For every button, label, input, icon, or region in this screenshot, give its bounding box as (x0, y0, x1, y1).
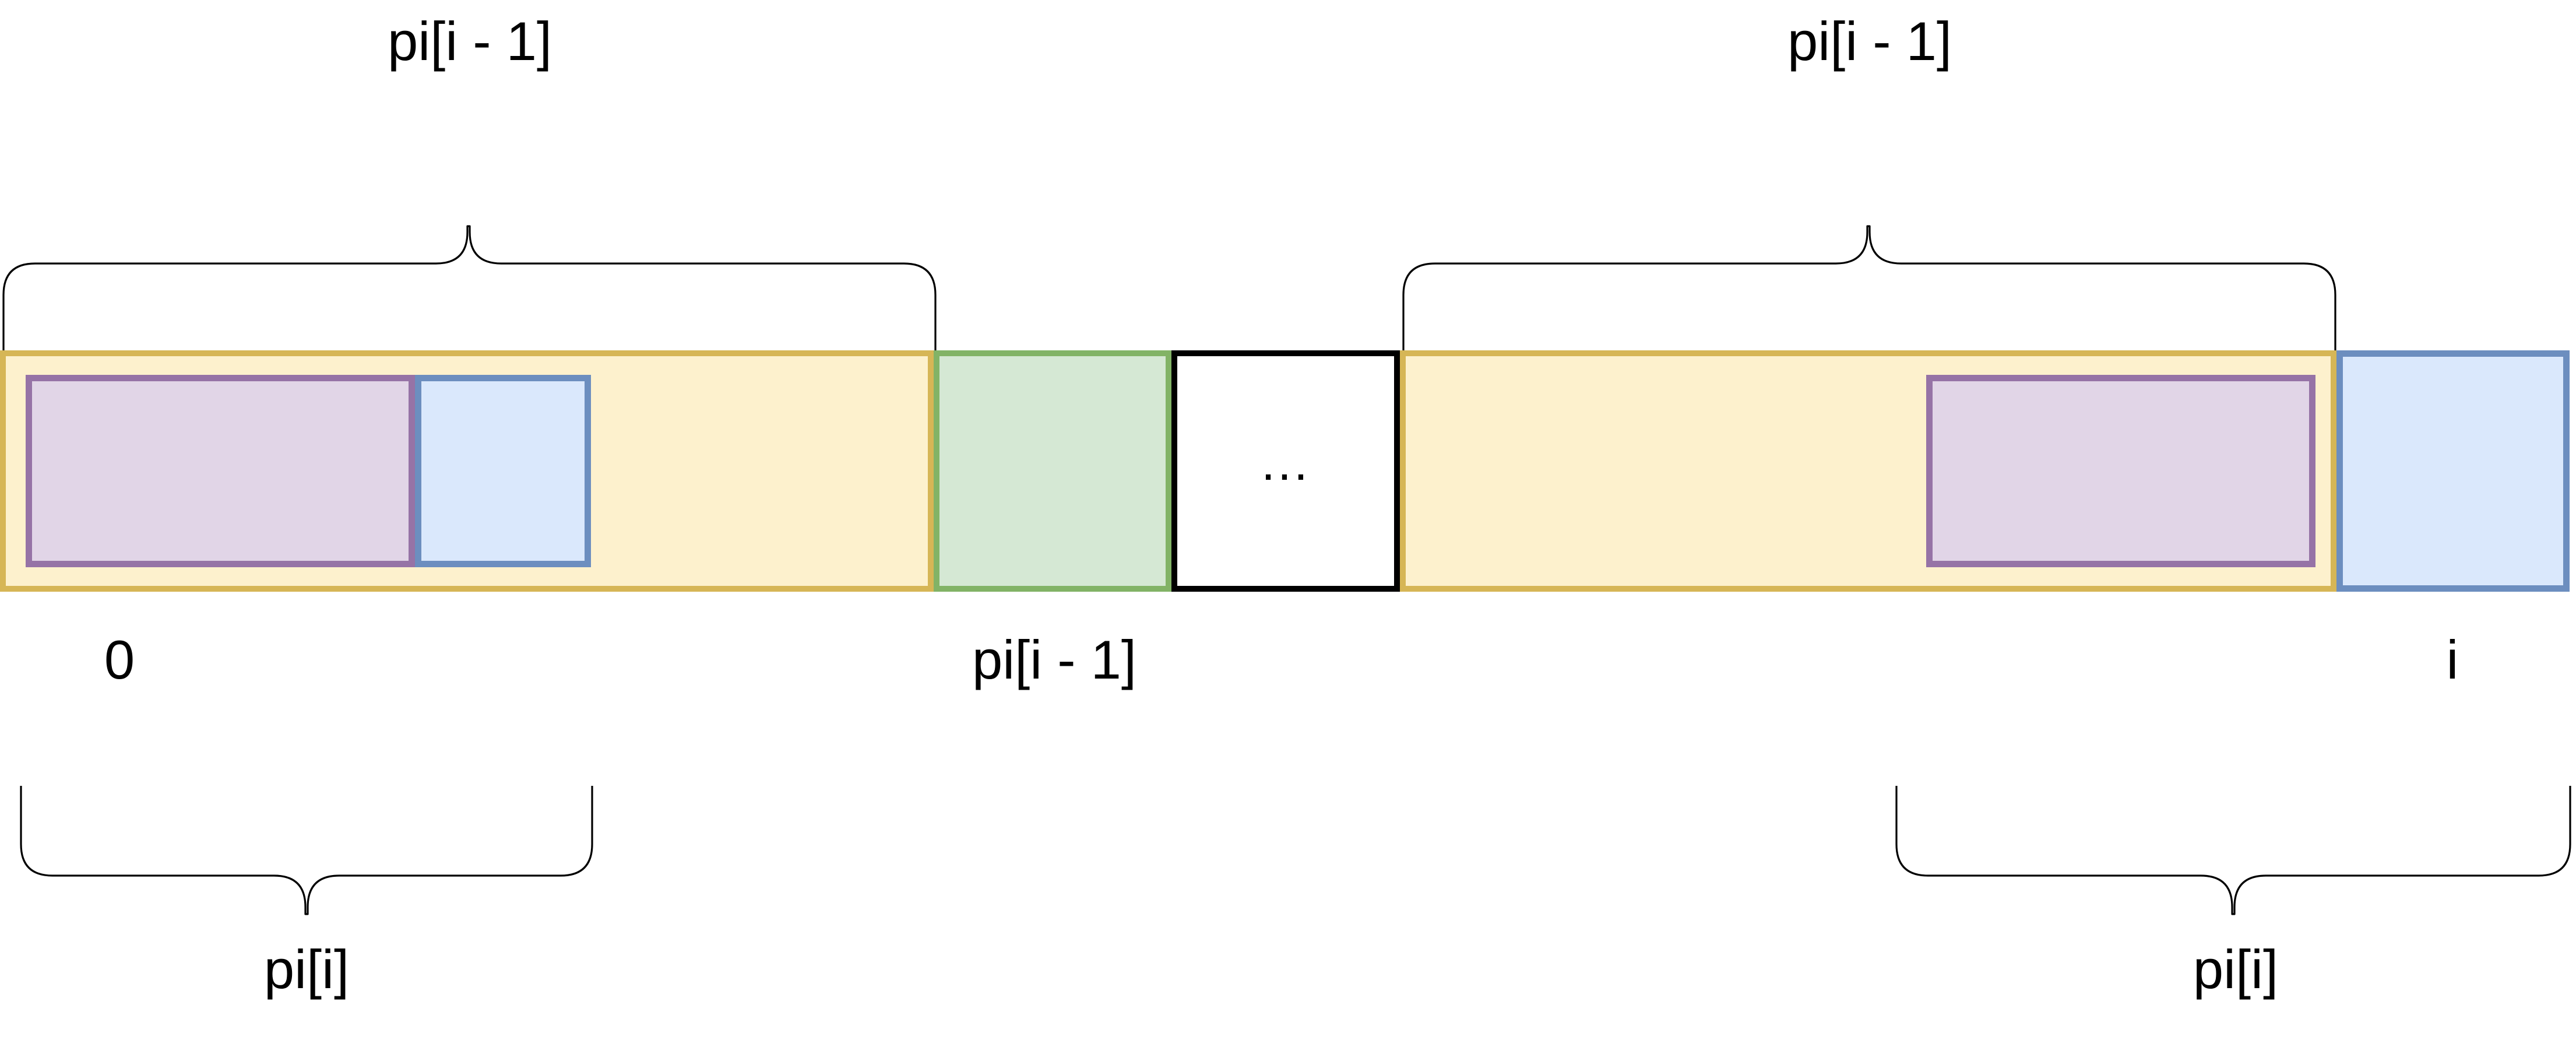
brace-top-right (1400, 225, 2339, 354)
axis-label-middle: pi[i - 1] (972, 629, 1137, 690)
ellipsis-cell-white: ... (1171, 350, 1400, 592)
prefix-block-purple-left (26, 375, 415, 567)
ellipsis-text: ... (1261, 435, 1310, 491)
brace-top-left (0, 225, 939, 354)
brace-bottom-left-label: pi[i] (263, 939, 350, 1000)
axis-label-start: 0 (104, 629, 135, 690)
brace-top-right-label: pi[i - 1] (1787, 10, 1952, 72)
prefix-block-purple-right (1926, 375, 2315, 567)
axis-label-end: i (2446, 629, 2459, 690)
brace-bottom-right-label: pi[i] (2193, 939, 2279, 1000)
brace-bottom-left (17, 786, 596, 915)
prefix-block-blue-left (415, 375, 591, 567)
brace-top-left-label: pi[i - 1] (387, 10, 552, 72)
current-char-blue (2336, 350, 2570, 592)
brace-bottom-right (1893, 786, 2574, 915)
boundary-cell-green (934, 350, 1171, 592)
